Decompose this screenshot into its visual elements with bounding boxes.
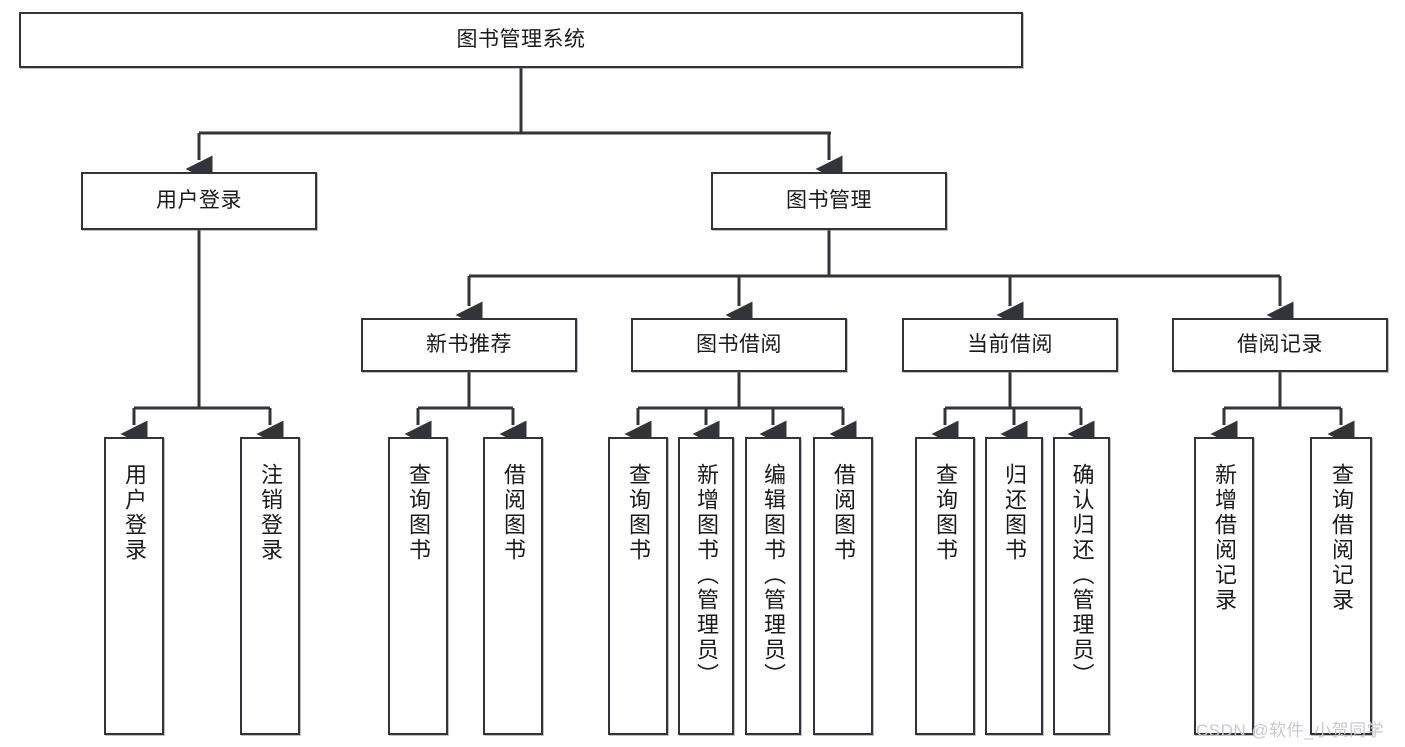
edge-group-borrow-record [1210, 372, 1355, 448]
node-leaf-user-login-label: 用户登录 [122, 463, 147, 563]
node-leaf-add-book-label: 新增图书（管理员） [694, 463, 719, 688]
node-leaf-query-book-1-label: 查询图书 [406, 463, 431, 563]
edge-group-user-login [120, 230, 284, 448]
node-leaf-add-book[interactable]: 新增图书（管理员） [678, 437, 734, 735]
node-book-borrow[interactable]: 图书借阅 [631, 318, 847, 372]
node-leaf-user-login[interactable]: 用户登录 [104, 437, 164, 735]
csdn-watermark: CSDN @软件_小贺同学 [1196, 721, 1385, 740]
node-borrow-record[interactable]: 借阅记录 [1172, 318, 1388, 372]
node-leaf-borrow-book-1[interactable]: 借阅图书 [483, 437, 543, 735]
node-root[interactable]: 图书管理系统 [19, 12, 1023, 68]
node-leaf-borrow-book-2-label: 借阅图书 [831, 463, 856, 563]
node-leaf-add-borrow-record[interactable]: 新增借阅记录 [1194, 437, 1254, 735]
edge-group-book-manage [455, 230, 1294, 329]
node-leaf-confirm-return[interactable]: 确认归还（管理员） [1053, 437, 1110, 735]
node-book-borrow-label: 图书借阅 [696, 332, 782, 356]
node-leaf-query-book-2-label: 查询图书 [626, 463, 651, 563]
node-leaf-query-borrow-record-label: 查询借阅记录 [1329, 463, 1354, 613]
node-user-login-label: 用户登录 [156, 188, 242, 212]
node-leaf-user-logout-label: 注销登录 [258, 463, 283, 563]
node-leaf-confirm-return-label: 确认归还（管理员） [1069, 463, 1095, 688]
node-leaf-query-borrow-record[interactable]: 查询借阅记录 [1310, 437, 1372, 735]
node-leaf-return-book-label: 归还图书 [1002, 463, 1027, 563]
node-leaf-return-book[interactable]: 归还图书 [985, 437, 1043, 735]
node-root-label: 图书管理系统 [456, 27, 586, 51]
node-leaf-edit-book[interactable]: 编辑图书（管理员） [745, 437, 801, 735]
node-leaf-query-book-1[interactable]: 查询图书 [388, 437, 448, 735]
node-new-book-recommend[interactable]: 新书推荐 [361, 318, 577, 372]
node-leaf-edit-book-label: 编辑图书（管理员） [761, 463, 786, 688]
node-new-book-recommend-label: 新书推荐 [426, 332, 512, 356]
edge-group-new-book-rec [404, 372, 527, 448]
node-leaf-query-book-2[interactable]: 查询图书 [608, 437, 668, 735]
node-leaf-query-book-3[interactable]: 查询图书 [915, 437, 975, 735]
node-leaf-borrow-book-1-label: 借阅图书 [501, 463, 526, 563]
node-book-manage[interactable]: 图书管理 [711, 172, 947, 230]
node-current-borrow-label: 当前借阅 [967, 332, 1053, 356]
node-leaf-add-borrow-record-label: 新增借阅记录 [1212, 463, 1237, 613]
edge-group-root [185, 68, 843, 183]
edge-group-book-borrow [624, 372, 857, 448]
node-borrow-record-label: 借阅记录 [1237, 332, 1323, 356]
node-user-login[interactable]: 用户登录 [81, 172, 317, 230]
node-leaf-query-book-3-label: 查询图书 [933, 463, 958, 563]
node-leaf-user-logout[interactable]: 注销登录 [240, 437, 300, 735]
edge-group-current-borrow [931, 372, 1095, 448]
node-current-borrow[interactable]: 当前借阅 [902, 318, 1118, 372]
node-book-manage-label: 图书管理 [786, 188, 872, 212]
node-leaf-borrow-book-2[interactable]: 借阅图书 [813, 437, 873, 735]
